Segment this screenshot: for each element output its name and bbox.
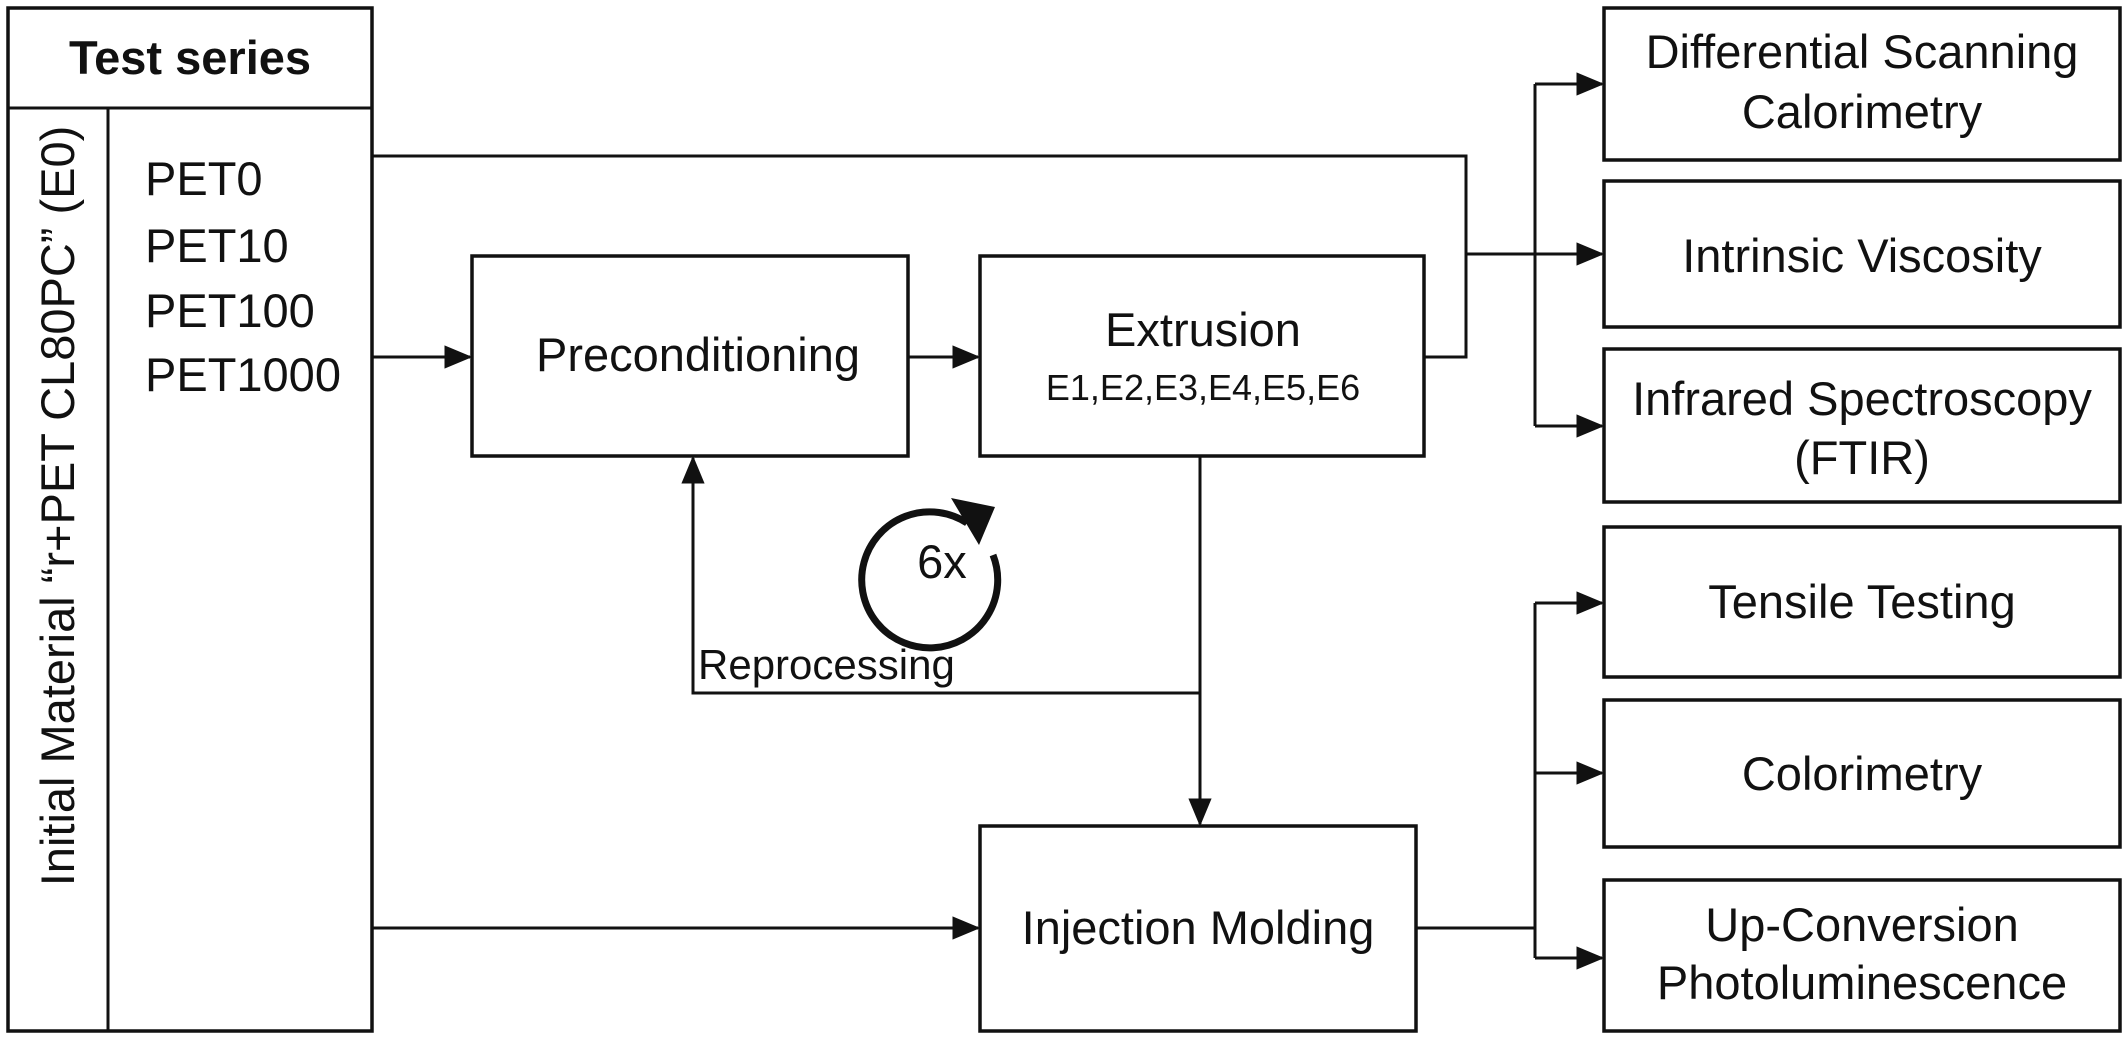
test-series-header: Test series: [69, 31, 311, 84]
colorimetry-label: Colorimetry: [1742, 747, 1983, 800]
dsc-box: Differential Scanning Calorimetry: [1602, 6, 2122, 162]
up-conversion-label-line2: Photoluminescence: [1657, 956, 2067, 1009]
ftir-label-line1: Infrared Spectroscopy: [1632, 372, 2092, 425]
series-pet1000: PET1000: [145, 348, 341, 401]
initial-material-label: Initial Material “r+PET CL80PC” (E0): [31, 126, 84, 887]
series-pet10: PET10: [145, 219, 289, 272]
tensile-testing-box: Tensile Testing: [1602, 525, 2122, 679]
dsc-label-line2: Calorimetry: [1742, 85, 1983, 138]
extrusion-title: Extrusion: [1105, 303, 1301, 356]
injection-molding-box: Injection Molding: [978, 824, 1418, 1033]
ftir-box: Infrared Spectroscopy (FTIR): [1602, 347, 2122, 504]
line-extrusion-to-analyses: [1424, 254, 1468, 359]
line-series-bypass-to-analyses: [372, 154, 1468, 254]
series-pet0: PET0: [145, 152, 263, 205]
extrusion-steps: E1,E2,E3,E4,E5,E6: [1046, 367, 1360, 408]
injection-molding-label: Injection Molding: [1022, 901, 1375, 954]
series-pet100: PET100: [145, 284, 315, 337]
test-series-frame: [6, 6, 374, 1033]
dsc-label-line1: Differential Scanning: [1646, 25, 2079, 78]
ftir-label-line2: (FTIR): [1794, 431, 1930, 484]
preconditioning-box: Preconditioning: [470, 254, 910, 458]
intrinsic-viscosity-label: Intrinsic Viscosity: [1682, 229, 2042, 282]
up-conversion-label-line1: Up-Conversion: [1705, 898, 2018, 951]
extrusion-box: Extrusion E1,E2,E3,E4,E5,E6: [978, 254, 1426, 458]
connectors: [372, 72, 1605, 970]
preconditioning-label: Preconditioning: [536, 328, 860, 381]
arrow-reprocessing-loop: [681, 455, 1200, 695]
test-series-panel: Test series Initial Material “r+PET CL80…: [6, 6, 374, 1033]
intrinsic-viscosity-box: Intrinsic Viscosity: [1602, 179, 2122, 329]
cycle-count-label: 6x: [917, 535, 967, 588]
colorimetry-box: Colorimetry: [1602, 698, 2122, 849]
tensile-testing-label: Tensile Testing: [1708, 575, 2015, 628]
up-conversion-box: Up-Conversion Photoluminescence: [1602, 878, 2122, 1033]
cycle-arrow-icon: 6x: [858, 498, 1002, 652]
